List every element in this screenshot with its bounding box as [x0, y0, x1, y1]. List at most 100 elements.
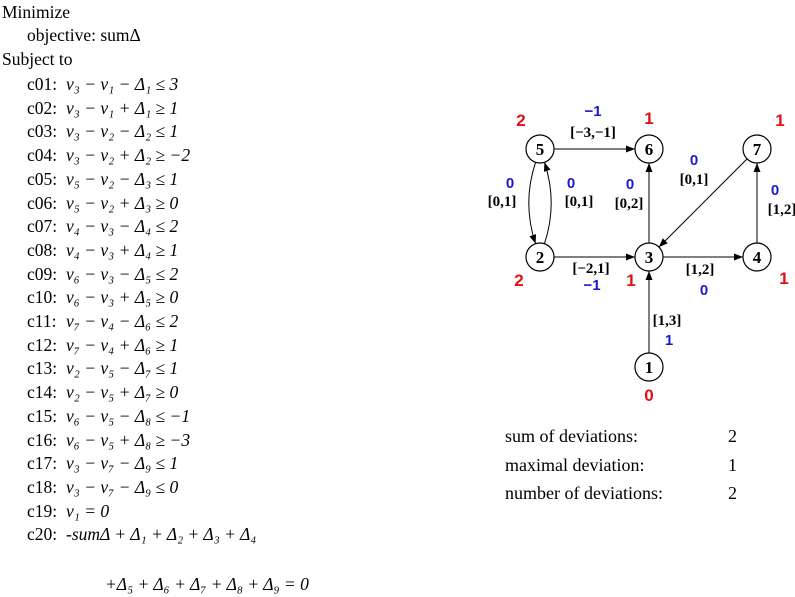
- edge-flow-label: 0: [690, 152, 698, 169]
- summary-value: 1: [728, 454, 737, 475]
- constraint-id: c11:: [27, 311, 57, 331]
- node-value-label: 1: [644, 109, 653, 128]
- constraint-id: c17:: [27, 453, 58, 474]
- node-circle: [742, 134, 772, 164]
- summary-row: maximal deviation: 1: [505, 455, 765, 484]
- graph-node-6: 6: [634, 134, 664, 164]
- edge-5-2: [528, 162, 537, 244]
- constraint-expression: v₆ − v₃ + Δ₅ ≥ 0: [66, 287, 179, 308]
- constraint-id: c12:: [27, 334, 58, 355]
- node-value-label: 1: [775, 111, 784, 130]
- constraint-expression: v₅ − v₂ − Δ₃ ≤ 1: [66, 168, 179, 189]
- constraint-expression: v₄ − v₃ − Δ₄ ≤ 2: [66, 216, 179, 237]
- lp-heading: Minimize: [2, 2, 71, 22]
- node-id-label: 7: [753, 140, 762, 159]
- constraint-expression: v₃ − v₂ + Δ₂ ≥ −2: [66, 145, 191, 166]
- constraint-id: c13:: [27, 358, 58, 379]
- edge-flow-label: −1: [583, 277, 600, 294]
- constraint-id: c05:: [27, 168, 58, 189]
- constraint-id: c15:: [27, 405, 58, 426]
- constraint-id: c06:: [27, 192, 58, 213]
- node-id-label: 4: [753, 248, 762, 267]
- node-circle: [742, 242, 772, 272]
- node-value-label: 2: [516, 111, 525, 130]
- constraint-expression: v₅ − v₂ + Δ₃ ≥ 0: [66, 192, 179, 213]
- constraint-expression: -sumΔ + Δ₁ + Δ₂ + Δ₃ + Δ₄: [66, 524, 257, 545]
- node-circle: [525, 134, 555, 164]
- node-value-label: 1: [779, 269, 788, 288]
- constraint-id: c04:: [27, 145, 58, 166]
- edge-interval-label: [1,2]: [686, 262, 715, 278]
- summary-label: sum of deviations:: [505, 426, 638, 446]
- summary-row: sum of deviations: 2: [505, 426, 765, 455]
- graph-node-4: 4: [742, 242, 772, 272]
- graph-node-3: 3: [634, 242, 664, 272]
- constraint-expression: v₂ − v₅ − Δ₇ ≤ 1: [66, 358, 179, 379]
- edge-interval-label: [−2,1]: [572, 261, 609, 277]
- node-id-label: 3: [645, 248, 654, 267]
- graph-node-2: 2: [525, 242, 555, 272]
- constraint-expression: v₂ − v₅ + Δ₇ ≥ 0: [66, 382, 179, 403]
- node-value-label: 1: [626, 271, 635, 290]
- constraint-id: c18:: [27, 476, 58, 497]
- node-value-label: 2: [514, 271, 523, 290]
- edge-flow-label: 0: [700, 282, 708, 299]
- node-circle: [634, 242, 664, 272]
- lp-subject-to: Subject to: [2, 49, 73, 69]
- edge-flow-label: 0: [506, 175, 514, 192]
- edge-interval-label: [1,3]: [653, 313, 682, 329]
- constraint-c20-continuation: +Δ₅ + Δ₆ + Δ₇ + Δ₈ + Δ₉ = 0: [105, 574, 309, 594]
- edge-2-5: [543, 162, 552, 244]
- node-value-label: 0: [644, 386, 653, 405]
- constraint-id: c03:: [27, 121, 58, 142]
- constraint-id: c14:: [27, 382, 58, 403]
- constraint-expression: v₃ − v₇ − Δ₉ ≤ 1: [66, 453, 179, 474]
- summary-label: maximal deviation:: [505, 454, 645, 475]
- edge-flow-label: 0: [771, 182, 779, 199]
- lp-objective: objective: sumΔ: [27, 25, 141, 45]
- constraint-expression: v₇ − v₄ + Δ₆ ≥ 1: [66, 334, 179, 355]
- constraint-expression: v₃ − v₇ − Δ₉ ≤ 0: [66, 476, 179, 497]
- graph-node-7: 7: [742, 134, 772, 164]
- constraint-expression: v₇ − v₄ − Δ₆ ≤ 2: [66, 311, 179, 331]
- summary-row: number of deviations: 2: [505, 483, 765, 512]
- summary-value: 2: [728, 426, 737, 446]
- constraint-id: c07:: [27, 216, 58, 237]
- constraint-expression: v₆ − v₅ − Δ₈ ≤ −1: [66, 405, 191, 426]
- summary-value: 2: [728, 483, 737, 503]
- lp-formulation: Minimize objective: sumΔ Subject to c01:…: [2, 2, 309, 594]
- constraint-id: c08:: [27, 239, 58, 260]
- edge-flow-label: 1: [665, 332, 673, 349]
- edge-interval-label: [0,1]: [680, 172, 709, 188]
- constraint-id: c20:: [27, 524, 58, 545]
- graph-node-5: 5: [525, 134, 555, 164]
- constraint-id: c10:: [27, 287, 58, 308]
- node-id-label: 5: [536, 140, 545, 159]
- constraint-expression: v₁ = 0: [66, 500, 110, 521]
- constraint-expression: v₃ − v₁ − Δ₁ ≤ 3: [66, 74, 179, 94]
- node-circle: [634, 134, 664, 164]
- edge-interval-label: [0,1]: [565, 194, 594, 210]
- edge-flow-label: 0: [567, 175, 575, 192]
- constraint-expression: v₃ − v₁ + Δ₁ ≥ 1: [66, 97, 179, 118]
- constraint-id: c01:: [27, 74, 58, 94]
- edge-interval-label: [1,2]: [768, 202, 795, 218]
- edge-interval-label: [−3,−1]: [570, 125, 616, 141]
- edge-flow-label: −1: [584, 103, 601, 120]
- deviation-summary: sum of deviations: 2 maximal deviation: 1 nu…: [505, 426, 765, 512]
- constraint-id: c02:: [27, 97, 58, 118]
- constraint-id: c09:: [27, 263, 58, 284]
- edge-interval-label: [0,2]: [615, 196, 644, 212]
- node-circle: [634, 352, 664, 382]
- constraint-id: c16:: [27, 429, 58, 450]
- constraint-expression: v₆ − v₃ − Δ₅ ≤ 2: [66, 263, 179, 284]
- edge-flow-label: 0: [626, 176, 634, 193]
- graph-node-1: 1: [634, 352, 664, 382]
- constraint-expression: v₄ − v₃ + Δ₄ ≥ 1: [66, 239, 179, 260]
- node-circle: [525, 242, 555, 272]
- constraint-expression: v₃ − v₂ − Δ₂ ≤ 1: [66, 121, 179, 142]
- node-id-label: 6: [645, 140, 654, 159]
- summary-label: number of deviations:: [505, 483, 663, 503]
- node-id-label: 2: [536, 248, 545, 267]
